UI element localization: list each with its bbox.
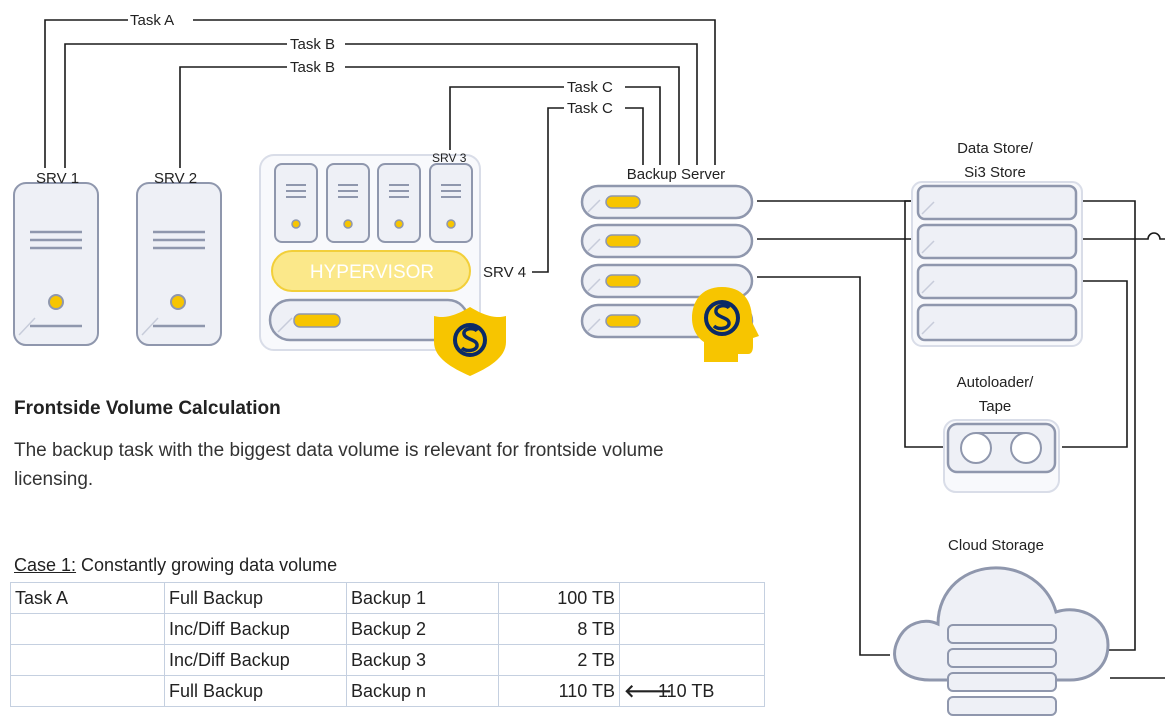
table-row: Full Backup Backup n 110 TB 🡐110 TB xyxy=(10,675,765,707)
data-store-label-line2: Si3 Store xyxy=(964,164,1026,181)
table-row: Inc/Diff Backup Backup 2 8 TB xyxy=(10,613,765,645)
backup-type-cell: Full Backup xyxy=(164,582,347,614)
hypervisor-label: HYPERVISOR xyxy=(310,262,434,283)
case-text: Constantly growing data volume xyxy=(76,555,338,575)
result-value: 110 TB xyxy=(658,680,715,701)
hypervisor-host xyxy=(259,154,481,351)
autoloader-label-line1: Autoloader/ xyxy=(957,374,1035,391)
backup-type-cell: Inc/Diff Backup xyxy=(164,613,347,645)
arrow-left-icon: 🡐 xyxy=(624,680,673,701)
table-row: Task A Full Backup Backup 1 100 TB xyxy=(10,582,765,614)
task-c-label-2: Task C xyxy=(567,100,613,117)
volume-cell: 100 TB xyxy=(498,582,620,614)
task-cell xyxy=(10,613,165,645)
cloud-storage xyxy=(893,566,1110,716)
task-cell xyxy=(10,675,165,707)
backup-type-cell: Inc/Diff Backup xyxy=(164,644,347,676)
cloud-storage-label: Cloud Storage xyxy=(948,537,1044,554)
autoloader-label-line2: Tape xyxy=(979,398,1012,415)
task-c-label-1: Task C xyxy=(567,79,613,96)
task-cell xyxy=(10,644,165,676)
shield-logo-icon xyxy=(434,307,506,376)
srv1-tower xyxy=(13,182,99,346)
volume-table: Task A Full Backup Backup 1 100 TB Inc/D… xyxy=(10,582,765,707)
srv1-label: SRV 1 xyxy=(36,170,79,187)
result-cell xyxy=(619,644,765,676)
volume-cell: 8 TB xyxy=(498,613,620,645)
srv2-tower xyxy=(136,182,222,346)
backup-server-label: Backup Server xyxy=(627,166,725,183)
task-b-label-2: Task B xyxy=(290,59,335,76)
result-cell xyxy=(619,582,765,614)
srv3-label: SRV 3 xyxy=(432,151,467,165)
backup-name-cell: Backup 3 xyxy=(346,644,499,676)
backup-name-cell: Backup 2 xyxy=(346,613,499,645)
volume-cell: 2 TB xyxy=(498,644,620,676)
case-title: Case 1: Constantly growing data volume xyxy=(14,555,337,576)
task-cell: Task A xyxy=(10,582,165,614)
task-a-label: Task A xyxy=(130,12,174,29)
data-store-label-line1: Data Store/ xyxy=(957,140,1034,157)
backup-name-cell: Backup n xyxy=(346,675,499,707)
autoloader-tape xyxy=(943,419,1060,493)
storage-connection-lines xyxy=(757,200,1165,679)
srv2-label: SRV 2 xyxy=(154,170,197,187)
head-logo-icon xyxy=(692,287,759,362)
table-row: Inc/Diff Backup Backup 3 2 TB xyxy=(10,644,765,676)
result-cell: 🡐110 TB xyxy=(619,675,765,707)
result-cell xyxy=(619,613,765,645)
backup-name-cell: Backup 1 xyxy=(346,582,499,614)
task-b-label-1: Task B xyxy=(290,36,335,53)
data-store xyxy=(911,181,1083,347)
section-description: The backup task with the biggest data vo… xyxy=(14,440,664,490)
backup-type-cell: Full Backup xyxy=(164,675,347,707)
srv4-label: SRV 4 xyxy=(483,264,526,281)
volume-cell: 110 TB xyxy=(498,675,620,707)
case-label: Case 1: xyxy=(14,555,77,575)
task-connection-lines xyxy=(44,19,716,273)
section-heading: Frontside Volume Calculation xyxy=(14,398,281,419)
